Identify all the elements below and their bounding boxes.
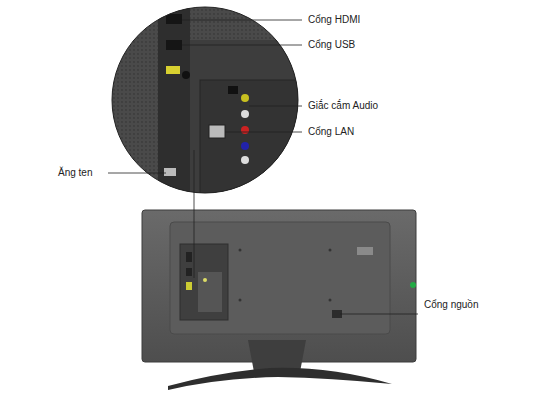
callout-label: Giắc cắm Audio	[308, 100, 378, 112]
tv-stand	[168, 340, 392, 390]
callout-label: Cổng USB	[308, 39, 355, 51]
callout-label: Cổng nguồn	[424, 299, 479, 311]
leader-lines	[108, 20, 418, 314]
tv-back	[142, 210, 416, 362]
callout-label: Cổng LAN	[308, 126, 354, 138]
callout-label: Cổng HDMI	[308, 14, 360, 26]
callout-label: Ăng ten	[58, 167, 92, 179]
zoom-view	[100, 0, 310, 200]
